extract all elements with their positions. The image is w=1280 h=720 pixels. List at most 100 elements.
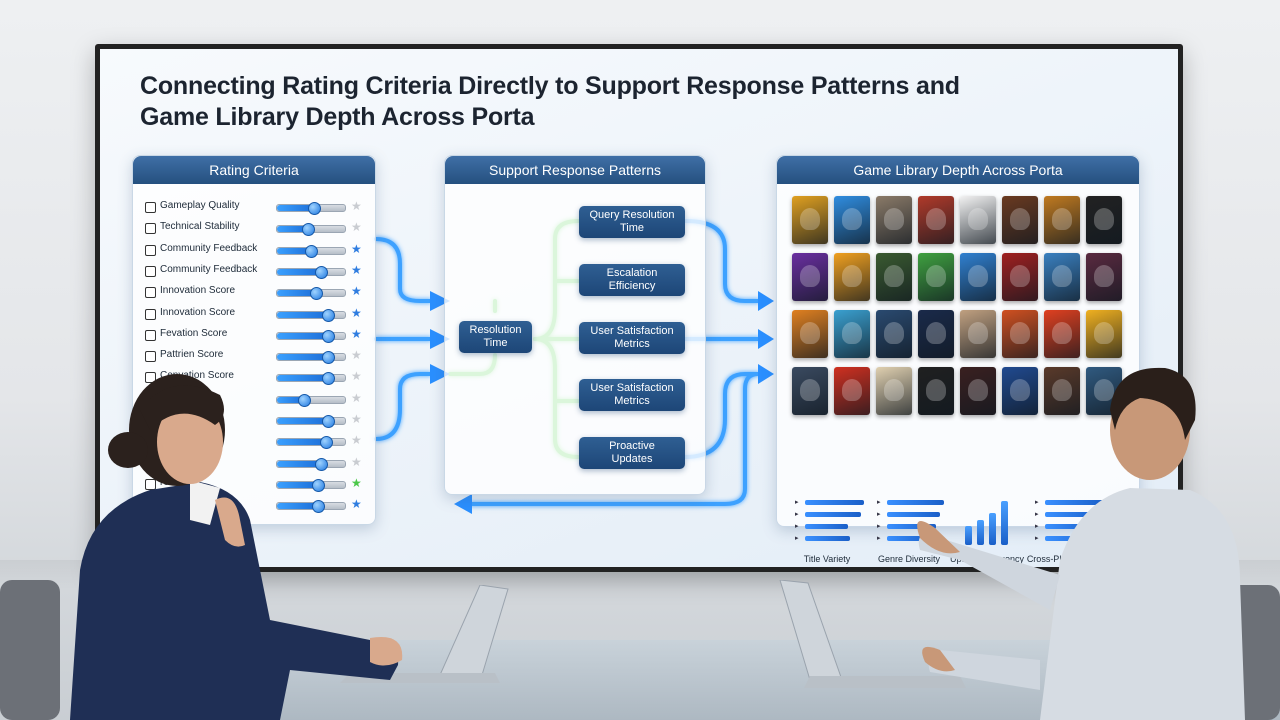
game-cover-tile[interactable] xyxy=(792,253,828,301)
star-icon[interactable]: ★ xyxy=(351,220,362,235)
criteria-checkbox[interactable] xyxy=(145,287,156,299)
star-icon[interactable]: ★ xyxy=(351,284,362,299)
star-icon[interactable]: ★ xyxy=(351,305,362,320)
criteria-slider-handle[interactable] xyxy=(322,329,335,343)
criteria-slider-handle[interactable] xyxy=(311,478,325,492)
game-cover-tile[interactable] xyxy=(834,196,870,244)
criteria-checkbox[interactable] xyxy=(145,265,156,277)
criteria-checkbox[interactable] xyxy=(145,223,156,235)
node-escalation-efficiency[interactable]: Escalation Efficiency xyxy=(579,264,685,296)
criteria-label: Cenvation Score xyxy=(160,370,234,382)
connector-out-top xyxy=(684,219,760,303)
game-cover-tile[interactable] xyxy=(792,367,828,415)
metric-bar xyxy=(887,500,944,505)
game-cover-tile[interactable] xyxy=(1044,196,1080,244)
game-cover-tile[interactable] xyxy=(918,367,954,415)
game-cover-tile[interactable] xyxy=(1044,253,1080,301)
game-cover-tile[interactable] xyxy=(834,310,870,358)
game-cover-tile[interactable] xyxy=(1086,310,1122,358)
game-cover-tile[interactable] xyxy=(960,253,996,301)
criteria-slider-handle[interactable] xyxy=(322,308,335,322)
game-cover-tile[interactable] xyxy=(1086,253,1122,301)
criteria-slider-handle[interactable] xyxy=(308,202,322,215)
criteria-slider[interactable] xyxy=(276,329,346,343)
game-cover-tile[interactable] xyxy=(1044,367,1080,415)
game-cover-tile[interactable] xyxy=(1002,196,1038,244)
criteria-checkbox[interactable] xyxy=(145,308,156,320)
criteria-slider-handle[interactable] xyxy=(311,500,325,514)
criteria-slider-handle[interactable] xyxy=(298,393,312,407)
criteria-slider-fill xyxy=(277,290,317,297)
criteria-slider[interactable] xyxy=(276,457,346,471)
game-cover-tile[interactable] xyxy=(918,310,954,358)
arrowhead-rating-low xyxy=(430,364,450,384)
criteria-checkbox[interactable] xyxy=(145,329,156,341)
game-cover-tile[interactable] xyxy=(1002,310,1038,358)
criteria-slider-handle[interactable] xyxy=(301,223,315,237)
star-icon[interactable]: ★ xyxy=(351,369,362,384)
criteria-slider[interactable] xyxy=(276,372,346,386)
game-cover-tile[interactable] xyxy=(834,367,870,415)
criteria-slider[interactable] xyxy=(276,351,346,365)
criteria-slider-handle[interactable] xyxy=(319,436,333,450)
criteria-checkbox[interactable] xyxy=(145,478,156,490)
game-cover-tile[interactable] xyxy=(876,253,912,301)
game-cover-tile[interactable] xyxy=(1086,196,1122,244)
game-cover-tile[interactable] xyxy=(1002,253,1038,301)
game-cover-tile[interactable] xyxy=(1044,310,1080,358)
star-icon[interactable]: ★ xyxy=(351,262,362,277)
criteria-slider[interactable] xyxy=(276,223,346,237)
star-icon[interactable]: ★ xyxy=(351,412,362,426)
node-user-satisfaction-metrics[interactable]: User Satisfaction Metrics xyxy=(579,322,685,354)
criteria-checkbox[interactable] xyxy=(145,202,156,213)
star-icon[interactable]: ★ xyxy=(351,475,362,490)
game-cover-tile[interactable] xyxy=(918,196,954,244)
game-cover-tile[interactable] xyxy=(960,367,996,415)
game-cover-tile[interactable] xyxy=(876,310,912,358)
criteria-slider[interactable] xyxy=(276,202,346,215)
hub-node-resolution-time[interactable]: Resolution Time xyxy=(459,321,532,353)
criteria-slider-handle[interactable] xyxy=(315,265,329,279)
metric-tick-mark: ▸ xyxy=(877,499,881,506)
game-cover-tile[interactable] xyxy=(834,253,870,301)
node-query-resolution-time[interactable]: Query Resolution Time xyxy=(579,206,685,238)
game-cover-tile[interactable] xyxy=(960,310,996,358)
criteria-slider[interactable] xyxy=(276,500,346,514)
game-cover-tile[interactable] xyxy=(876,196,912,244)
game-cover-tile[interactable] xyxy=(876,367,912,415)
criteria-slider[interactable] xyxy=(276,265,346,279)
node-user-satisfaction-metrics-2[interactable]: User Satisfaction Metrics xyxy=(579,379,685,411)
criteria-slider[interactable] xyxy=(276,436,346,450)
game-cover-tile[interactable] xyxy=(792,196,828,244)
criteria-slider-handle[interactable] xyxy=(322,351,335,365)
criteria-checkbox[interactable] xyxy=(145,372,156,384)
game-cover-tile[interactable] xyxy=(1002,367,1038,415)
criteria-slider[interactable] xyxy=(276,308,346,322)
star-icon[interactable]: ★ xyxy=(351,454,362,469)
criteria-checkbox[interactable] xyxy=(145,244,156,256)
criteria-slider-handle[interactable] xyxy=(322,415,335,428)
criteria-slider[interactable] xyxy=(276,244,346,258)
criteria-checkbox[interactable] xyxy=(145,351,156,363)
star-icon[interactable]: ★ xyxy=(351,433,362,448)
game-cover-tile[interactable] xyxy=(792,310,828,358)
star-icon[interactable]: ★ xyxy=(351,326,362,341)
star-icon[interactable]: ★ xyxy=(351,497,362,512)
star-icon[interactable]: ★ xyxy=(351,348,362,363)
criteria-slider[interactable] xyxy=(276,478,346,492)
game-cover-tile[interactable] xyxy=(960,196,996,244)
node-proactive-updates[interactable]: Proactive Updates xyxy=(579,437,685,469)
star-icon[interactable]: ★ xyxy=(351,199,362,213)
star-icon[interactable]: ★ xyxy=(351,390,362,405)
criteria-slider[interactable] xyxy=(276,287,346,301)
criteria-slider[interactable] xyxy=(276,393,346,407)
criteria-slider-handle[interactable] xyxy=(310,287,324,301)
star-icon[interactable]: ★ xyxy=(351,241,362,256)
criteria-slider[interactable] xyxy=(276,415,346,428)
game-cover-tile[interactable] xyxy=(918,253,954,301)
criteria-slider-handle[interactable] xyxy=(305,244,318,258)
criteria-slider-handle[interactable] xyxy=(322,372,335,386)
criteria-slider-handle[interactable] xyxy=(315,457,329,471)
metric-bar xyxy=(887,536,933,541)
person-left-silhouette xyxy=(70,374,403,720)
